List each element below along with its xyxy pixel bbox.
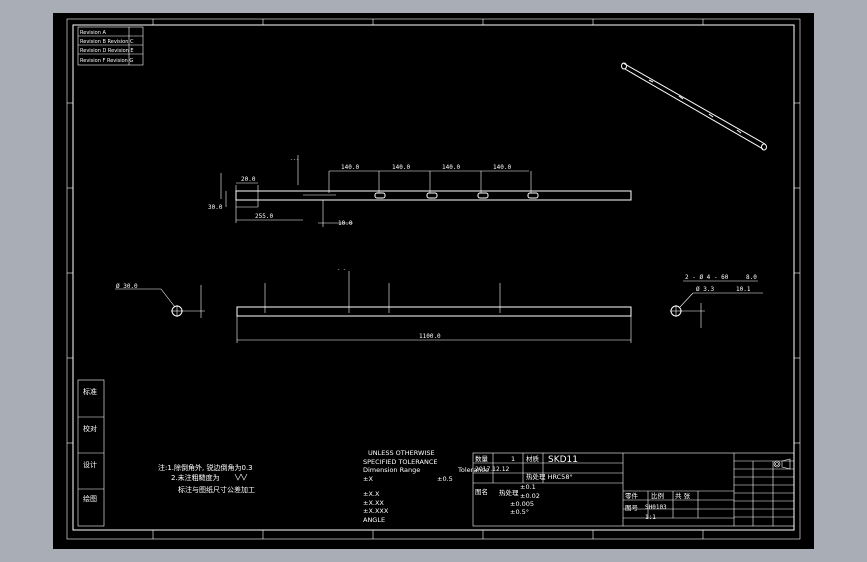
left-signature-block: 标准 校对 设计 绘图: [77, 379, 105, 527]
qty-value: 1: [511, 455, 515, 463]
pitch-dim-3: 140.0: [442, 164, 460, 171]
sig-label-1: 校对: [83, 424, 97, 433]
tol-row-0-value: ±0.5: [437, 475, 453, 483]
slot-3: [477, 192, 489, 199]
length-dim: 1100.0: [419, 333, 441, 340]
slot-4: [527, 192, 539, 199]
revision-table: Revision A Revision B Revision C Revisio…: [77, 26, 144, 66]
sheet-outer-border: [66, 18, 801, 540]
pitch-dim-1: 140.0: [341, 164, 359, 171]
tol-row-3-label: ±X.XXX: [363, 507, 389, 515]
top-view: 140.0 140.0 140.0 140.0 20.0 30.0 255.0 …: [208, 155, 632, 227]
slot-dim: 10.0: [338, 220, 353, 227]
pitch-dim-4: 140.0: [493, 164, 511, 171]
title-block: 数量 1 材质 SKD11 2017.12.12 热处理 HRC58° 热处理 …: [472, 452, 795, 527]
right-hole-label: 2 - Ø 4 - 60: [685, 274, 729, 281]
slot-1: [374, 192, 386, 199]
qty-label: 数量: [475, 454, 489, 463]
material-label: 材质: [526, 454, 540, 463]
svg-text:‑ ‑: ‑ ‑: [337, 267, 346, 273]
notes: 注:1.除倒角外, 锐边倒角为0.3 2.未注粗糙度为 标注与图纸尺寸公差加工: [158, 463, 255, 494]
cad-viewport[interactable]: Revision A Revision B Revision C Revisio…: [53, 13, 814, 549]
tol-row-3-value: ±0.005: [510, 500, 534, 508]
tol-row-2-label: ±X.XX: [363, 499, 384, 507]
revision-row-1: Revision B Revision C: [80, 39, 134, 45]
note-line-1: 注:1.除倒角外, 锐边倒角为0.3: [158, 463, 253, 472]
material-value: SKD11: [548, 455, 578, 465]
sig-label-2: 设计: [83, 460, 97, 469]
name-label: 图名: [475, 487, 488, 496]
right-hole-value: 8.0: [746, 274, 757, 281]
revision-row-0: Revision A: [80, 30, 106, 36]
drawing-no: SH0103: [645, 504, 667, 511]
heat-treat: 热处理 HRC58°: [526, 472, 573, 481]
revision-row-3: Revision F Revision G: [80, 58, 133, 64]
tol-header-3: Dimension Range: [363, 466, 420, 474]
heat-treat-label: 热处理: [499, 488, 519, 497]
tol-header-1: UNLESS OTHERWISE: [368, 449, 435, 457]
pitch-dim-2: 140.0: [392, 164, 410, 171]
tol-header-2: SPECIFIED TOLERANCE: [363, 458, 437, 466]
isometric-rod: [621, 62, 767, 151]
sheet-inner-border: [72, 24, 795, 531]
offset-dim: 255.0: [255, 213, 273, 220]
tol-row-1-value: ±0.1: [520, 483, 536, 491]
left-section-view: Ø 30.0: [115, 283, 205, 318]
sig-label-0: 标准: [83, 387, 97, 396]
right-section-view: 2 - Ø 4 - 60 8.0 Ø 3.3 10.1: [670, 274, 763, 328]
revision-row-2: Revision D Revision E: [80, 48, 134, 54]
right-section-label: Ø 3.3: [696, 286, 714, 293]
projection-symbol-icon: [773, 458, 791, 470]
tol-row-0-label: ±X: [363, 475, 373, 483]
scale-value: 1:1: [645, 514, 656, 521]
left-section-label: Ø 30.0: [116, 283, 138, 290]
left-width-dim: 20.0: [241, 176, 256, 183]
front-view: 1100.0 ‑ ‑: [236, 267, 632, 343]
tol-row-1-label: ±X.X: [363, 490, 380, 498]
note-line-3: 标注与图纸尺寸公差加工: [178, 485, 255, 494]
roughness-icon: [234, 473, 248, 481]
date-value: 2017.12.12: [475, 466, 510, 473]
sig-label-3: 绘图: [83, 494, 97, 503]
right-depth-label: 10.1: [736, 286, 751, 293]
drawing-no-label: 图号: [625, 504, 639, 512]
note-line-2: 2.未注粗糙度为: [171, 473, 220, 482]
sheet-label: 共 张: [675, 491, 691, 500]
part-label: 零件: [625, 491, 639, 500]
scale-label: 比例: [651, 491, 664, 500]
tol-row-4-label: ANGLE: [363, 516, 385, 524]
drawing-canvas[interactable]: Revision A Revision B Revision C Revisio…: [53, 13, 814, 549]
slot-2: [426, 192, 438, 199]
zone-ticks: [67, 19, 800, 539]
svg-text:‑‑‑: ‑‑‑: [290, 157, 299, 163]
tol-row-4-value: ±0.5°: [510, 508, 529, 516]
left-height-dim: 30.0: [208, 204, 223, 211]
tol-row-2-value: ±0.02: [520, 492, 540, 500]
